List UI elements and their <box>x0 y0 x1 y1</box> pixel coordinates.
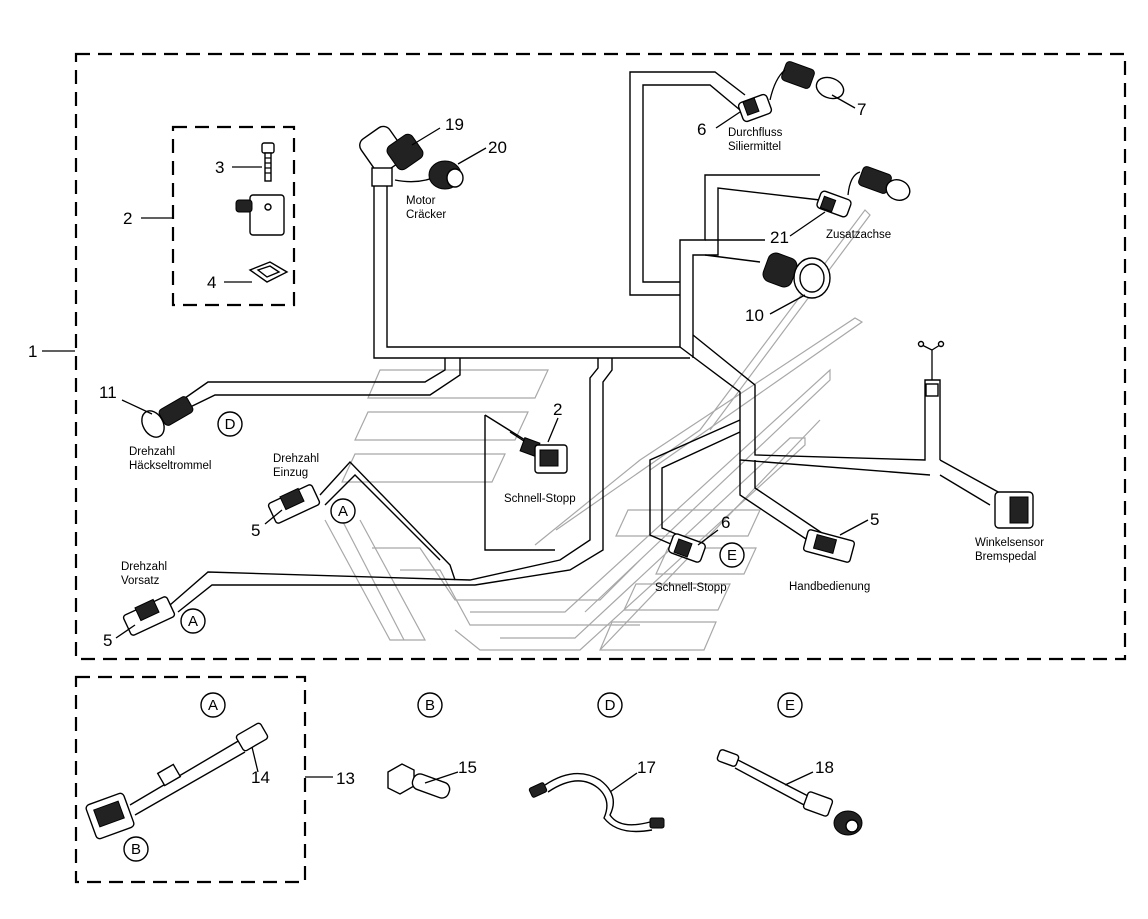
part-17-cable <box>528 772 665 833</box>
svg-text:A: A <box>338 503 348 520</box>
svg-text:D: D <box>225 416 236 433</box>
connector-5-vorsatz <box>122 596 176 636</box>
callout-11: 11 <box>99 383 117 402</box>
connector-10 <box>762 252 831 299</box>
label-handbedienung: Handbedienung <box>789 581 870 593</box>
svg-text:B: B <box>425 697 435 714</box>
callout-7: 7 <box>857 100 866 119</box>
leader-lines <box>42 94 869 793</box>
callout-3: 3 <box>215 158 224 177</box>
label-winkelsensor: Winkelsensor <box>975 537 1044 549</box>
svg-text:A: A <box>208 697 218 714</box>
marker-e-main: E <box>719 542 745 568</box>
callout-20: 20 <box>488 138 507 157</box>
callout-5-vorsatz: 5 <box>103 631 112 650</box>
item-2-detail-box <box>171 125 296 307</box>
connector-winkelsensor <box>925 383 1034 529</box>
marker-a-detail: A <box>200 692 226 718</box>
item-13-detail-box <box>74 675 307 884</box>
callout-18: 18 <box>815 758 834 777</box>
callout-5-handbedienung: 5 <box>870 510 879 529</box>
main-harness-box <box>74 52 1127 661</box>
svg-text:B: B <box>131 841 141 858</box>
marker-a-einzug: A <box>330 498 356 524</box>
connector-5-einzug <box>267 484 321 524</box>
callout-4: 4 <box>207 273 216 292</box>
callout-6-schnell-stopp: 6 <box>721 513 730 532</box>
connector-7 <box>769 61 845 101</box>
marker-a-vorsatz: A <box>180 608 206 634</box>
label-vorsatz: Vorsatz <box>121 575 160 587</box>
callout-19: 19 <box>445 115 464 134</box>
label-bremspedal: Bremspedal <box>975 551 1036 563</box>
label-zusatzachse: Zusatzachse <box>826 229 891 241</box>
callout-14: 14 <box>251 768 270 787</box>
label-motor: Motor <box>406 195 436 207</box>
label-drehzahl-einzug: Drehzahl <box>273 453 319 465</box>
marker-e-part: E <box>777 692 803 718</box>
marker-b-part: B <box>417 692 443 718</box>
label-schnell-stopp-e: Schnell-Stopp <box>655 582 727 594</box>
label-hackseltrommel: Häckseltrommel <box>129 460 211 472</box>
marker-d-part: D <box>597 692 623 718</box>
label-durchfluss: Durchfluss <box>728 127 783 139</box>
part-18-cable <box>716 749 863 836</box>
item-2-detail-parts <box>235 142 289 283</box>
part-14-adapter <box>85 722 269 840</box>
marker-b-detail: B <box>123 836 149 862</box>
connector-20-motor-cracker <box>428 160 464 190</box>
svg-text:A: A <box>188 613 198 630</box>
connector-6-schnell-stopp <box>668 533 706 563</box>
connector-6-durchfluss <box>737 93 773 123</box>
callout-2-detail: 2 <box>123 209 132 228</box>
connector-11 <box>141 396 194 438</box>
callout-13: 13 <box>336 769 355 788</box>
callout-10: 10 <box>745 306 764 325</box>
connector-5-handbedienung <box>802 529 856 563</box>
label-siliermittel: Siliermittel <box>728 141 781 153</box>
callout-15: 15 <box>458 758 477 777</box>
label-drehzahl-hacksel: Drehzahl <box>129 446 175 458</box>
connector-2-schnell-stopp <box>509 431 568 474</box>
label-schnell-stopp-main: Schnell-Stopp <box>504 493 576 505</box>
label-drehzahl-vorsatz: Drehzahl <box>121 561 167 573</box>
callout-17: 17 <box>637 758 656 777</box>
svg-text:E: E <box>785 697 795 714</box>
connector-21-zusatzachse <box>816 166 911 218</box>
callout-6-durchfluss: 6 <box>697 120 706 139</box>
part-15-bolt <box>387 763 451 799</box>
callout-2-schnell-stopp: 2 <box>553 400 562 419</box>
label-einzug: Einzug <box>273 467 308 479</box>
harness-wires <box>169 71 1001 613</box>
svg-text:E: E <box>727 547 737 564</box>
callout-1: 1 <box>28 342 37 361</box>
callout-21: 21 <box>770 228 789 247</box>
callout-5-einzug: 5 <box>251 521 260 540</box>
label-cracker: Cräcker <box>406 209 446 221</box>
marker-d-main: D <box>217 411 243 437</box>
svg-text:D: D <box>605 697 616 714</box>
connector-19 <box>359 125 424 187</box>
